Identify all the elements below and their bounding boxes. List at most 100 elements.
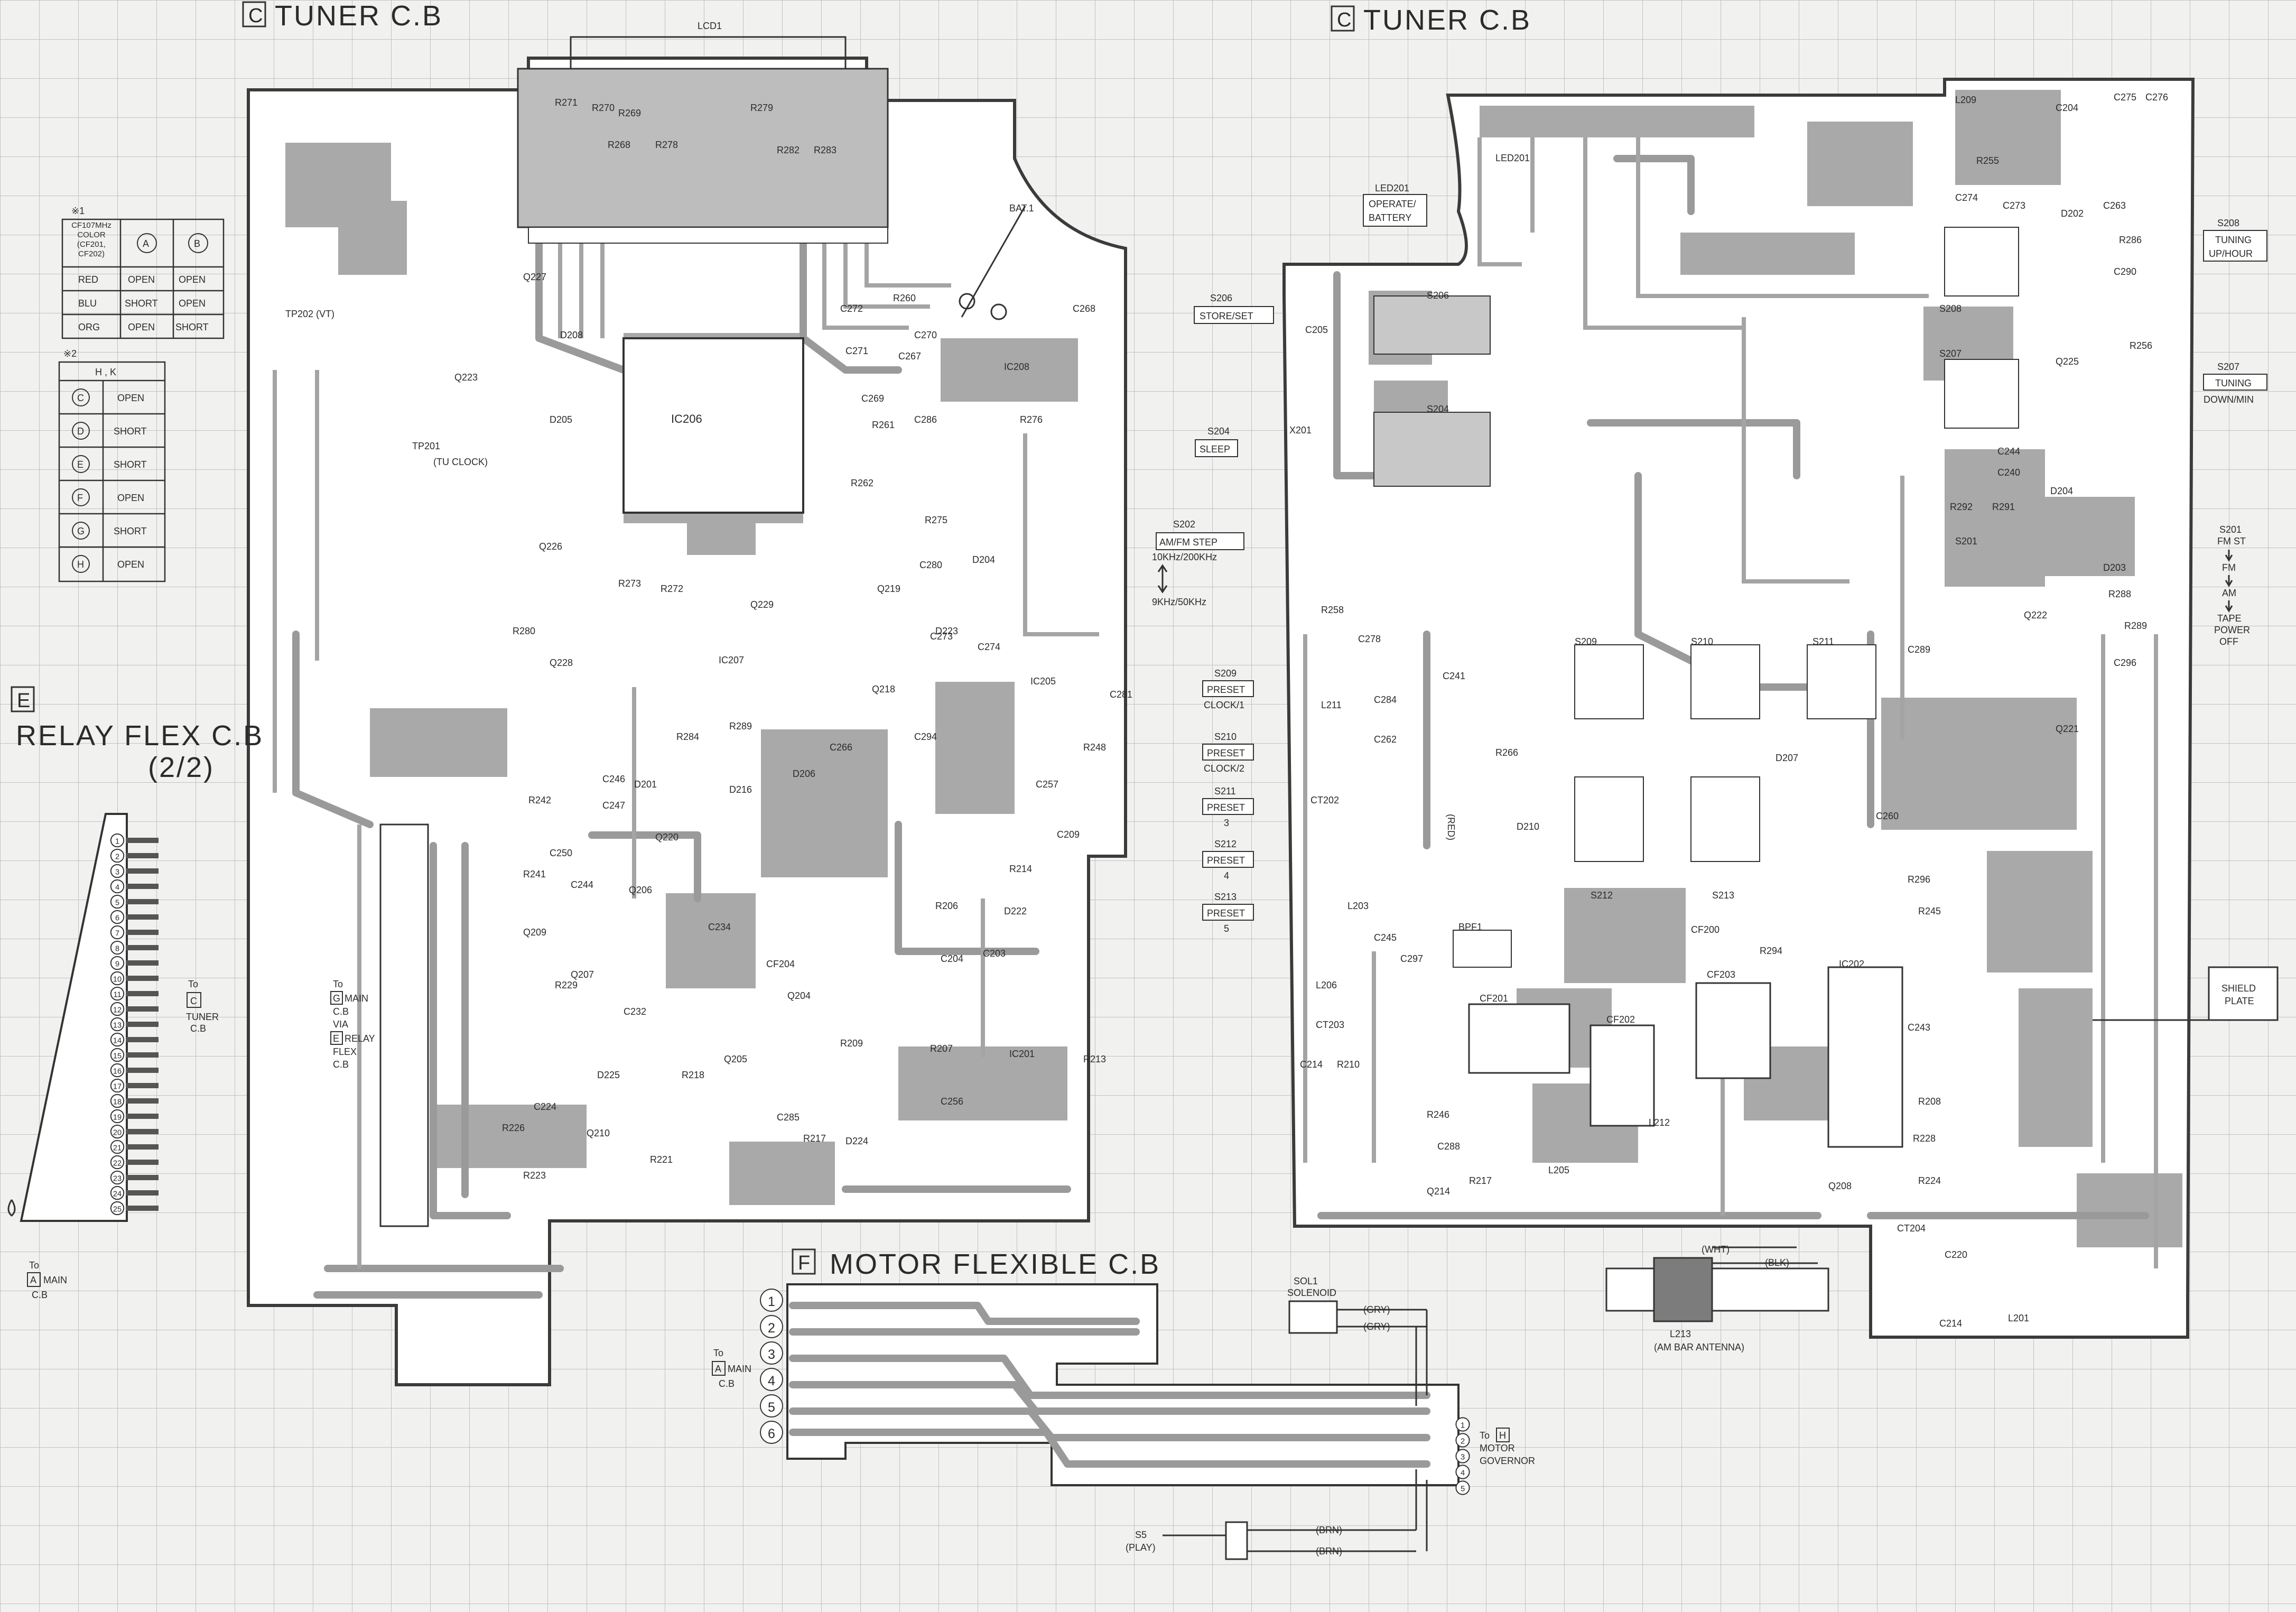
s5-label: S5 xyxy=(1135,1530,1147,1540)
part-label-c224: C224 xyxy=(534,1101,556,1112)
right-part-33: C284 xyxy=(1374,694,1397,705)
title-right: C TUNER C.B xyxy=(1331,4,1530,36)
right-part-48: CF201 xyxy=(1480,993,1508,1004)
right-part-75: S213 xyxy=(1712,890,1734,901)
title-left-letter: C xyxy=(248,5,263,27)
right-part-49: CF202 xyxy=(1606,1014,1635,1025)
right-part-13: Q225 xyxy=(2056,356,2079,367)
left-tuner-board: LCD1 IC206 BAT.1 TP202 (VT) TP201 (TU CL… xyxy=(247,21,1132,1386)
relay-pin-number: 13 xyxy=(113,1021,122,1030)
motor-right-pin-circle xyxy=(1455,1449,1470,1463)
play-switch: S5 (PLAY) (BRN) (BRN) xyxy=(1126,1469,1428,1560)
s212-sub: 4 xyxy=(1224,870,1229,881)
right-part-30: C278 xyxy=(1358,634,1381,644)
part-label-r280: R280 xyxy=(513,626,535,636)
part-label-r214: R214 xyxy=(1009,864,1032,874)
title-right-letter: C xyxy=(1337,9,1351,31)
table1-header-1: A xyxy=(143,238,149,249)
motor-right-pin-circle xyxy=(1455,1417,1470,1432)
part-label-d225: D225 xyxy=(597,1070,620,1080)
table1-r0-c2: OPEN xyxy=(179,274,206,285)
motor-to-motor-letter: H xyxy=(1499,1430,1506,1441)
part-label-r221: R221 xyxy=(650,1154,673,1165)
part-label-r260: R260 xyxy=(893,293,916,303)
relay-pin-number: 3 xyxy=(115,868,119,876)
table2-r0-key: C xyxy=(77,393,84,403)
part-label-d224: D224 xyxy=(845,1136,868,1146)
relay-pin-circle xyxy=(110,986,125,1001)
via-4: VIA xyxy=(333,1019,348,1030)
part-label-c247: C247 xyxy=(602,800,625,811)
right-part-58: L205 xyxy=(1548,1165,1569,1175)
lcd-label: LCD1 xyxy=(698,21,722,31)
part-label-r207: R207 xyxy=(930,1043,953,1054)
right-part-26: S201 xyxy=(1955,536,1977,546)
motor-to-motor-3: GOVERNOR xyxy=(1480,1456,1535,1466)
table2-r2-val: SHORT xyxy=(114,459,147,470)
right-part-73: S211 xyxy=(1812,636,1834,647)
part-label-d204: D204 xyxy=(972,554,995,565)
relay-pin-circle xyxy=(110,925,125,940)
part-label-r276: R276 xyxy=(1020,414,1043,425)
part-label-q220: Q220 xyxy=(655,832,678,842)
right-part-76: S206 xyxy=(1427,290,1449,301)
part-label-r226: R226 xyxy=(502,1123,525,1133)
part-label-r275: R275 xyxy=(925,515,947,525)
right-part-34: C262 xyxy=(1374,734,1397,745)
table2-r4-val: SHORT xyxy=(114,526,147,536)
ic205-label: IC205 xyxy=(1030,676,1056,687)
via-3: C.B xyxy=(333,1006,349,1017)
relay-pin-circle xyxy=(110,956,125,970)
motor-right-pin-circle xyxy=(1455,1433,1470,1448)
s211-box: PRESET xyxy=(1207,802,1245,813)
part-label-c250: C250 xyxy=(550,848,572,858)
table2-row-5: H OPEN xyxy=(72,555,144,573)
relay-pin-circle xyxy=(110,879,125,894)
title-relay-line2: (2/2) xyxy=(148,752,215,783)
motor-to-main-3: C.B xyxy=(719,1378,735,1389)
relay-pin-circle xyxy=(110,1109,125,1124)
motor-to-main-1: To xyxy=(713,1348,723,1358)
table1-mark: ※1 xyxy=(71,206,85,216)
motor-right-pin-number: 1 xyxy=(1461,1421,1465,1430)
table1-header-0: CF107MHz COLOR (CF201, CF202) xyxy=(71,221,111,258)
motor-right-pin-circle xyxy=(1455,1465,1470,1479)
table2-r4-key: G xyxy=(77,526,85,536)
relay-to-main-1: To xyxy=(29,1260,39,1271)
part-label-q209: Q209 xyxy=(523,927,546,938)
s201-label: S201 xyxy=(2219,524,2242,535)
part-label-c280: C280 xyxy=(919,560,942,570)
s212-label: S212 xyxy=(1214,839,1237,849)
relay-pin-circle xyxy=(110,1201,125,1216)
part-label-c270: C270 xyxy=(914,330,937,340)
led201-box-line2: BATTERY xyxy=(1369,212,1411,223)
right-part-22: Q222 xyxy=(2024,610,2047,620)
part-label-d206: D206 xyxy=(793,768,815,779)
s201-fm: FM xyxy=(2222,562,2236,573)
title-motor-text: MOTOR FLEXIBLE C.B xyxy=(830,1248,1160,1280)
part-label-c203: C203 xyxy=(983,948,1006,959)
right-part-57: Q214 xyxy=(1427,1186,1450,1197)
part-label-q219: Q219 xyxy=(877,583,900,594)
part-label-q207: Q207 xyxy=(571,969,594,980)
right-part-72: S210 xyxy=(1691,636,1713,647)
table2-row-4: G SHORT xyxy=(72,522,147,540)
relay-pins: 1234567891011121314151617181920212223242… xyxy=(110,833,159,1216)
s201-fmst: FM ST xyxy=(2217,536,2246,546)
table1-r2-c0: ORG xyxy=(78,322,100,332)
part-label-r217: R217 xyxy=(803,1133,826,1144)
s202-label: S202 xyxy=(1173,519,1195,530)
relay-pin-circle xyxy=(110,1170,125,1185)
via-2: MAIN xyxy=(345,993,368,1004)
motor-left-pin-circle xyxy=(760,1341,783,1365)
right-part-14: C244 xyxy=(1997,446,2020,457)
part-label-r282: R282 xyxy=(777,145,800,155)
s209-box: PRESET xyxy=(1207,684,1245,695)
right-part-46: C214 xyxy=(1300,1059,1323,1070)
motor-to-main-letter: A xyxy=(715,1364,721,1374)
right-part-68: R296 xyxy=(1908,874,1930,885)
right-part-64: C220 xyxy=(1945,1249,1967,1260)
cable-end-icon xyxy=(7,1199,16,1217)
